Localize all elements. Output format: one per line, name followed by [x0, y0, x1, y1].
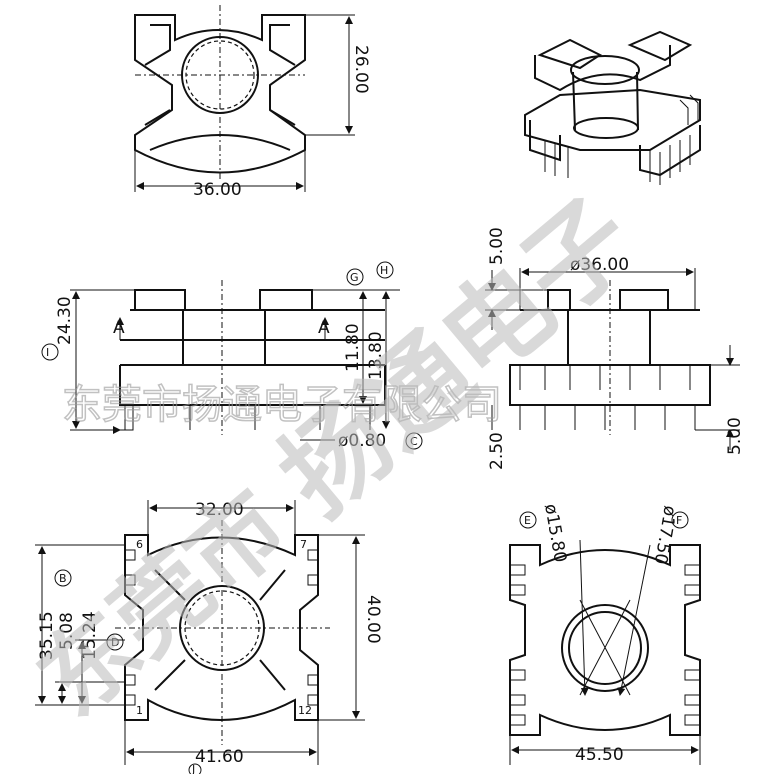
marker-e: E: [524, 514, 531, 527]
dim-bottom-height: 40.00: [363, 595, 383, 644]
watermark-city: 东莞市: [19, 470, 308, 737]
pin-label-6: 6: [136, 538, 143, 551]
bottom-view: 6 7 1 12 32.00 41.60 J 40.00 35.15 B 5.0…: [35, 500, 383, 774]
dim-pitch-d: 15.24: [80, 611, 100, 660]
marker-h: H: [380, 264, 388, 277]
dim-bore-inner: ø15.80: [540, 502, 570, 564]
dim-side-total: 13.80: [366, 331, 386, 380]
pin-label-1: 1: [136, 704, 143, 717]
top-view: 36.00 26.00: [134, 5, 371, 200]
marker-d: D: [111, 636, 119, 649]
dim-pitch-total: 35.15: [37, 611, 57, 660]
outer-bore: [561, 604, 649, 692]
marker-b: B: [59, 572, 67, 585]
inner-bore: [568, 611, 642, 685]
dim-front-dia: ø36.00: [570, 255, 629, 275]
dim-top-width: 36.00: [193, 180, 242, 200]
marker-c: C: [410, 435, 418, 448]
section-a-left: A: [113, 318, 125, 338]
marker-g: G: [350, 271, 359, 284]
marker-f: F: [676, 514, 682, 527]
dim-bottom-overall: 41.60: [195, 747, 244, 767]
marker-i: I: [46, 346, 49, 359]
dim-front-top: 5.00: [487, 227, 507, 265]
dim-front-pin-right: 5.00: [725, 417, 745, 455]
dim-pin-dia: ø0.80: [338, 431, 386, 451]
dim-top-height: 26.00: [351, 45, 371, 94]
section-a-right: A: [318, 318, 330, 338]
dim-pitch-b: 5.08: [57, 612, 77, 650]
dim-side-height: 24.30: [55, 296, 75, 345]
base-section-view: ø15.80 ø17.50 E F 45.50: [509, 502, 701, 765]
marker-j: J: [191, 763, 195, 774]
dim-bottom-width: 32.00: [195, 500, 244, 520]
dim-base-width: 45.50: [575, 745, 624, 765]
watermark-brand: 扬通电子: [258, 176, 658, 539]
dim-side-flange: 11.80: [343, 323, 363, 372]
side-view: A A 24.30 I 11.80 13.80 G H ø0.80 C: [41, 261, 423, 451]
front-view: ø36.00 5.00 2.50 5.00: [485, 227, 745, 470]
watermark-company: 东莞市扬通电子有限公司: [62, 382, 502, 428]
pin-label-7: 7: [300, 538, 307, 551]
pin-label-12: 12: [298, 704, 312, 717]
dim-front-pin-left: 2.50: [487, 432, 507, 470]
isometric-view: [524, 30, 701, 185]
